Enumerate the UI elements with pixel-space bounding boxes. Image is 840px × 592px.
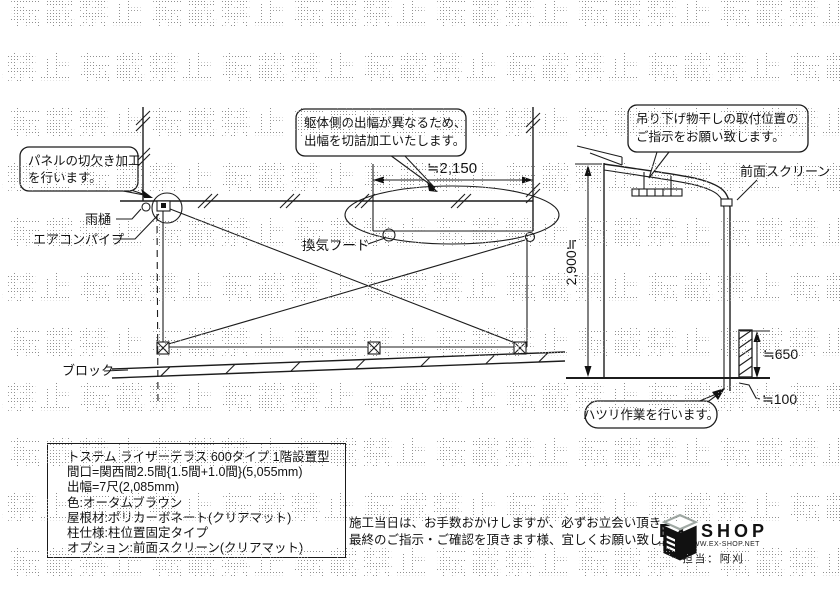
callout-depth-line2: 出幅を切詰加工いたします。 — [304, 133, 465, 148]
gutter-pipe-circle — [141, 202, 151, 212]
spec-line: 屋根材:ポリカーボネート(クリアマット) — [67, 510, 292, 525]
block-band-bottom — [111, 360, 566, 379]
note-line1: 施工当日は、お手数おかけしますが、必ずお立会い頂き、 — [349, 516, 673, 530]
existing-block-wall — [738, 329, 753, 378]
callout-hanger-line1: 吊り下げ物干しの取付位置の — [636, 111, 799, 126]
side-dim-embed-label: ≒100 — [762, 391, 797, 407]
terrace-post — [156, 341, 170, 355]
callout-panel-line1: パネルの切欠き加工 — [28, 153, 141, 168]
block-band-top — [111, 351, 566, 370]
spec-box: トステム ライザーテラス 600タイプ 1階設置型 間口=関西間2.5間{1.5… — [47, 443, 346, 558]
callout-chipping-work — [584, 388, 725, 429]
exshop-url: HTTP://WWW.EX-SHOP.NET — [659, 541, 760, 548]
side-dim-embed-leader — [738, 382, 761, 400]
callout-hanger-line2: ご指示をお願い致します。 — [636, 129, 785, 144]
spec-line: トステム ライザーテラス 600タイプ 1階設置型 — [67, 450, 330, 464]
downpipe-dashed-line — [156, 213, 159, 407]
label-gutter: 雨樋 — [85, 212, 111, 227]
callout-hanger-position — [627, 104, 809, 179]
terrace-diagonal-1 — [164, 206, 519, 345]
plan-dim-width-label: ≒2,150 — [427, 160, 477, 177]
laundry-hanger — [631, 172, 683, 197]
label-block: ブロック — [62, 363, 114, 378]
roof-inner-line — [603, 169, 725, 389]
screen-top-cap — [720, 198, 733, 207]
callout-panel-notch — [19, 146, 153, 198]
terrace-post — [513, 341, 527, 355]
label-aircon-pipe: エアコンパイプ — [33, 232, 124, 247]
terrace-diagonal-2 — [164, 239, 526, 346]
plan-highlight-ellipse — [344, 185, 560, 245]
callout-panel-line2: を行います。 — [28, 171, 102, 185]
spec-line: 間口=関西間2.5間{1.5間+1.0間}(5,055mm) — [67, 465, 303, 480]
terrace-post — [367, 341, 381, 355]
spec-line: 柱仕様:柱位置固定タイプ — [67, 526, 208, 541]
vent-hood-circle-right — [524, 231, 536, 243]
roof-outer-line — [603, 163, 731, 391]
callout-depth-cut — [295, 108, 467, 192]
vent-hood-circle — [382, 228, 396, 242]
note-line2: 最終のご指示・ご確認を頂きます様、宜しくお願い致します。 — [349, 533, 698, 547]
construction-note: 施工当日は、お手数おかけしますが、必ずお立会い頂き、 最終のご指示・ご確認を頂き… — [349, 515, 698, 549]
exshop-logo: EX-SHOP HTTP://WWW.EX-SHOP.NET 担当：阿刈 — [655, 512, 768, 566]
spec-line: オプション:前面スクリーン(クリアマット) — [67, 541, 304, 556]
label-front-screen: 前面スクリーン — [740, 164, 830, 179]
spec-line: 出幅=7尺(2,085mm) — [67, 480, 180, 495]
label-vent-hood: 換気フード — [302, 238, 370, 253]
callout-depth-line1: 躯体側の出幅が異なるため、 — [304, 115, 467, 130]
callout-chipping-label: ハツリ作業を行います。 — [583, 407, 719, 422]
side-dim-height-label: 2,900≒ — [563, 239, 579, 286]
side-dim-block-label: ≒650 — [763, 346, 798, 362]
staff-name: 担当：阿刈 — [682, 553, 745, 565]
panel-notch-detail-circle — [151, 192, 183, 224]
spec-line: 色:オータムブラウン — [67, 495, 183, 510]
